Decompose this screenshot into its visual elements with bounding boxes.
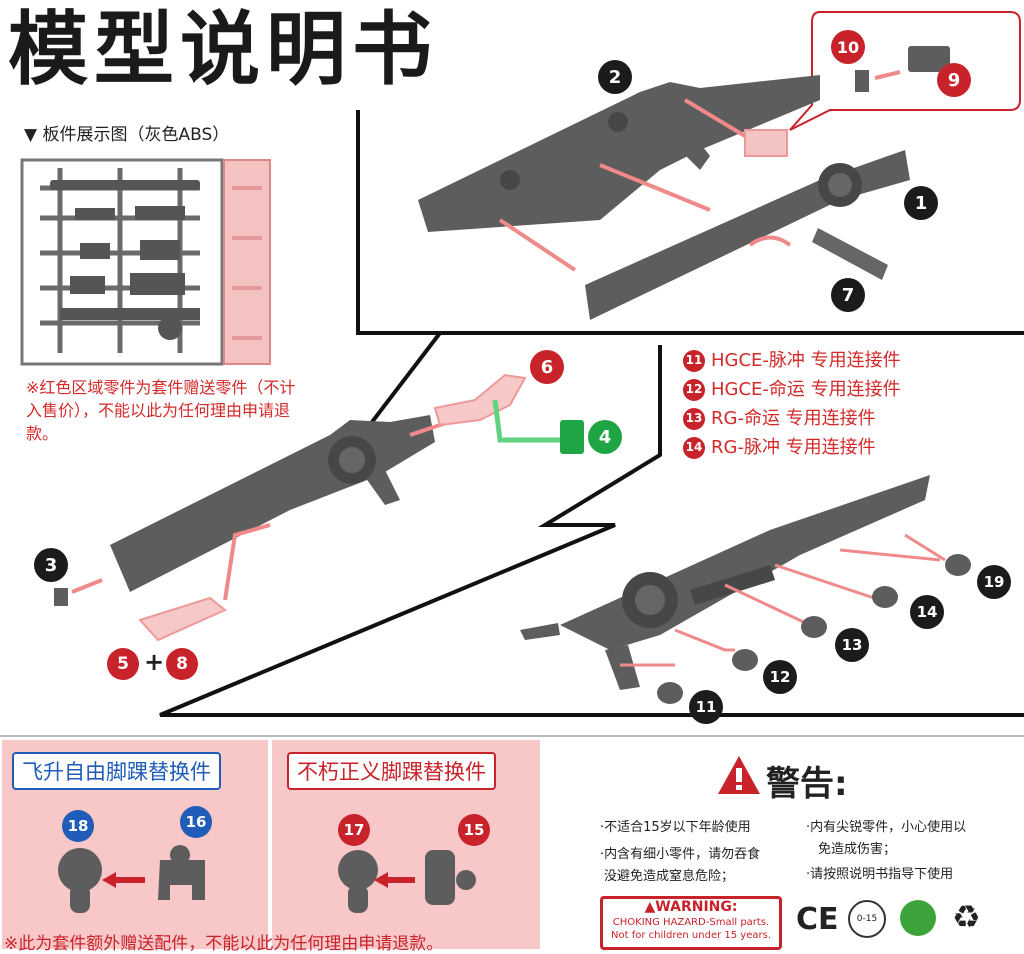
- callout-16: 16: [180, 806, 212, 838]
- ce-mark-icon: CE: [796, 902, 839, 937]
- warning-item: 免造成伤害；: [818, 842, 897, 857]
- upper-assembly: [418, 75, 910, 320]
- legend-text: RG-脉冲 专用连接件: [711, 437, 876, 458]
- legend-text: HGCE-脉冲 专用连接件: [711, 350, 901, 371]
- choke-line2: Not for children under 15 years.: [611, 930, 771, 941]
- lower-assembly: [520, 475, 971, 704]
- callout-9: 9: [937, 63, 971, 97]
- legend-num: 11: [683, 349, 705, 372]
- warning-item: 没避免造成窒息危险；: [604, 869, 735, 884]
- callout-13: 13: [835, 628, 869, 662]
- callout-14: 14: [910, 595, 944, 629]
- choking-hazard-label: ▲WARNING: CHOKING HAZARD-Small parts. No…: [600, 896, 782, 950]
- warning-item: ·请按照说明书指导下使用: [806, 867, 954, 882]
- freedom-ankle-title: 飞升自由脚踝替换件: [12, 752, 221, 790]
- sprue-caption: ▼ 板件展示图（灰色ABS）: [24, 125, 230, 145]
- legend-item: 11 HGCE-脉冲 专用连接件: [683, 346, 901, 375]
- callout-3: 3: [34, 548, 68, 582]
- callout-4: 4: [588, 420, 622, 454]
- legend-item: 14 RG-脉冲 专用连接件: [683, 433, 901, 462]
- callout-7: 7: [831, 278, 865, 312]
- legend-num: 13: [683, 407, 705, 430]
- legend-num: 14: [683, 436, 705, 459]
- legend-text: RG-命运 专用连接件: [711, 408, 876, 429]
- plus-sign: +: [144, 648, 165, 676]
- callout-17: 17: [338, 814, 370, 846]
- sprue-image: [20, 158, 271, 366]
- callout-11: 11: [689, 690, 723, 724]
- callout-12: 12: [763, 660, 797, 694]
- callout-6: 6: [530, 350, 564, 384]
- age-mark: 0-15: [856, 914, 878, 924]
- callout-10: 10: [831, 30, 865, 64]
- warning-item: ·内有尖锐零件，小心使用以: [806, 820, 967, 835]
- parts-9-10-detail: [855, 46, 950, 92]
- sprue-red-note: ※红色区域零件为套件赠送零件（不计入售价），不能以此为任何理由申请退款。: [26, 378, 296, 443]
- age-restriction-icon: 0-15: [848, 900, 886, 938]
- choke-line1: CHOKING HAZARD-Small parts.: [612, 917, 770, 928]
- middle-assembly: [54, 373, 584, 642]
- callout-1: 1: [904, 186, 938, 220]
- connector-legend: 11 HGCE-脉冲 专用连接件 12 HGCE-命运 专用连接件 13 RG-…: [683, 346, 901, 462]
- recycle-icon: ♻: [952, 898, 981, 936]
- green-dot-icon: [900, 900, 936, 936]
- warning-item: ·内含有细小零件，请勿吞食: [600, 847, 761, 862]
- callout-19: 19: [977, 565, 1011, 599]
- bottom-footnote: ※此为套件额外赠送配件，不能以此为任何理由申请退款。: [4, 934, 444, 954]
- callout-18: 18: [62, 810, 94, 842]
- page-title: 模型说明书: [8, 3, 438, 96]
- legend-text: HGCE-命运 专用连接件: [711, 379, 901, 400]
- legend-item: 12 HGCE-命运 专用连接件: [683, 375, 901, 404]
- callout-5: 5: [107, 648, 139, 680]
- legend-item: 13 RG-命运 专用连接件: [683, 404, 901, 433]
- legend-num: 12: [683, 378, 705, 401]
- ankle-parts: [58, 845, 476, 913]
- callout-2: 2: [598, 60, 632, 94]
- warning-icon: [718, 756, 760, 794]
- callout-15: 15: [458, 814, 490, 846]
- callout-8: 8: [166, 648, 198, 680]
- choke-title: ▲WARNING:: [644, 899, 738, 915]
- warning-title: 警告:: [766, 764, 848, 804]
- warning-item: ·不适合15岁以下年龄使用: [600, 820, 751, 835]
- justice-ankle-title: 不朽正义脚踝替换件: [287, 752, 496, 790]
- bubble-frame: [159, 11, 1024, 717]
